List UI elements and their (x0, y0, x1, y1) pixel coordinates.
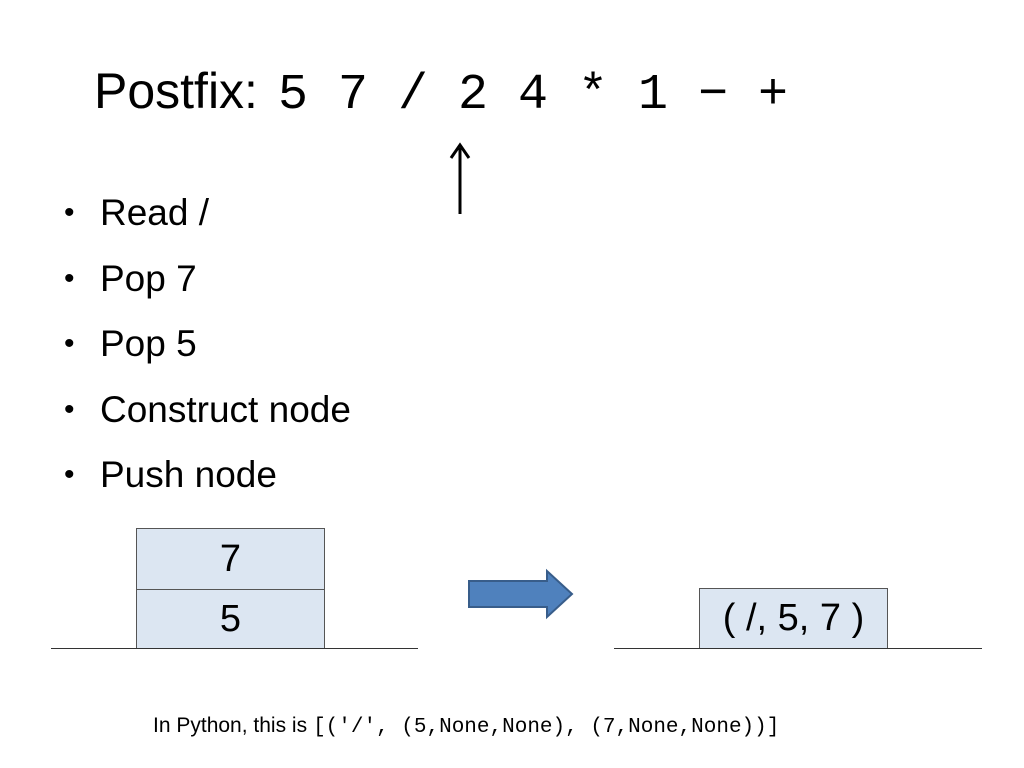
python-note-text: In Python, this is (153, 714, 308, 737)
stack-after-top-cell: ( /, 5, 7 ) (699, 588, 888, 649)
title-label: Postfix: (94, 63, 258, 119)
step-text: Pop 5 (100, 323, 197, 364)
step-text: Read / (100, 192, 210, 233)
postfix-expression: 5 7 / 2 4 * 1 − + (277, 67, 789, 124)
list-item: • Pop 5 (60, 317, 351, 383)
up-arrow-icon (449, 142, 471, 214)
stack-before-bottom-cell: 5 (136, 589, 325, 649)
step-list: • Read / • Pop 7 • Pop 5 • Construct node • P… (60, 186, 351, 514)
stack-after-baseline (614, 648, 982, 649)
step-text: Push node (100, 454, 277, 495)
bullet-icon: • (64, 261, 75, 295)
slide-title: Postfix: 5 7 / 2 4 * 1 − + (94, 62, 788, 132)
bullet-icon: • (64, 458, 75, 491)
step-text: Construct node (100, 388, 351, 430)
stack-before-baseline (51, 648, 418, 649)
right-arrow-icon (468, 568, 574, 620)
bullet-icon: • (64, 196, 75, 229)
bullet-icon: • (64, 392, 75, 426)
step-text: Pop 7 (100, 257, 197, 299)
python-note: In Python, this is [('/', (5,None,None),… (153, 714, 779, 744)
list-item: • Pop 7 (60, 252, 351, 318)
bullet-icon: • (64, 327, 75, 360)
list-item: • Construct node (60, 383, 351, 449)
stack-before-top-cell: 7 (136, 528, 325, 590)
list-item: • Read / (60, 186, 351, 252)
python-note-code: [('/', (5,None,None), (7,None,None))] (313, 716, 780, 739)
list-item: • Push node (60, 448, 351, 514)
